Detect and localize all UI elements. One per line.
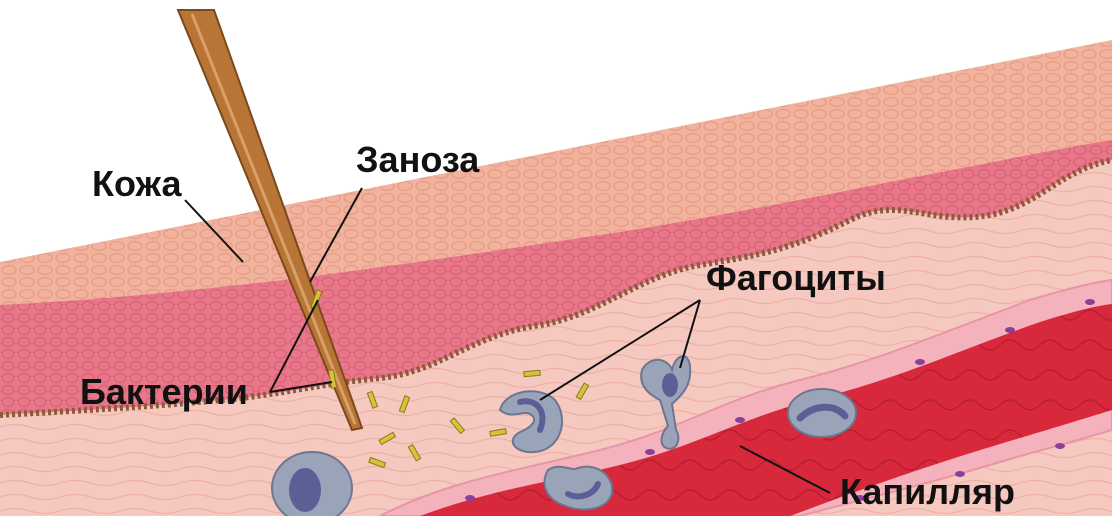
phagocyte-large — [272, 452, 352, 516]
bacterium — [524, 370, 540, 376]
label-skin: Кожа — [92, 163, 182, 204]
phagocyte-in-capillary — [788, 389, 856, 437]
label-splinter: Заноза — [356, 139, 480, 180]
label-phagocytes: Фагоциты — [706, 257, 886, 298]
label-capillary: Капилляр — [840, 471, 1015, 512]
label-bacteria: Бактерии — [80, 371, 248, 412]
